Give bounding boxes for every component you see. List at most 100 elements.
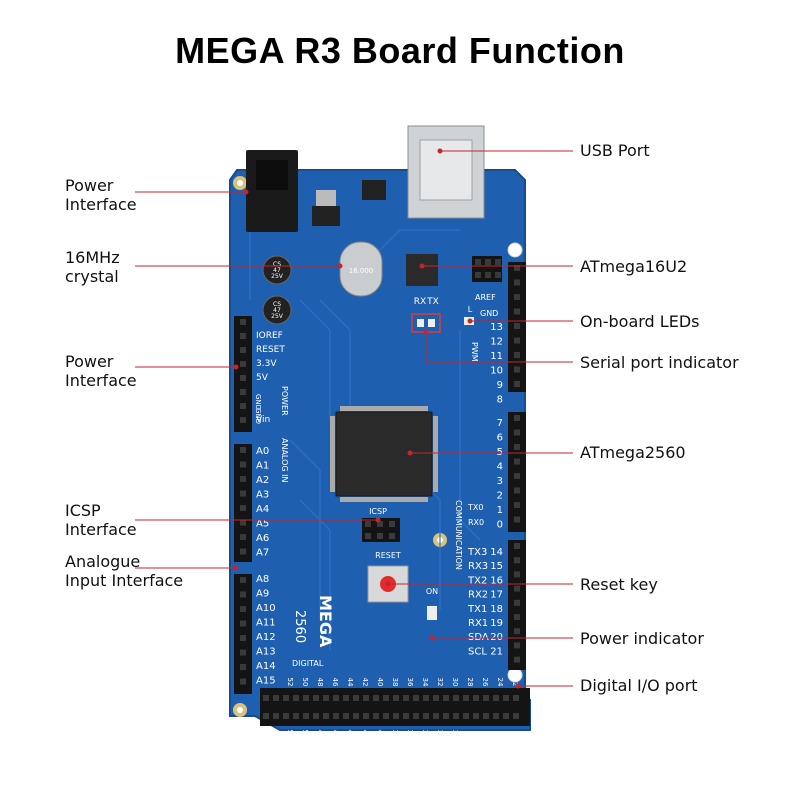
- header-hole: [363, 695, 369, 701]
- svg-text:CS: CS: [273, 301, 281, 308]
- header-hole: [413, 713, 419, 719]
- callout-power-interface-top: Power Interface: [65, 176, 137, 214]
- header-hole: [240, 476, 246, 482]
- crystal: [339, 241, 383, 297]
- header-hole: [493, 713, 499, 719]
- capacitor: [262, 255, 292, 285]
- pin-label: 15: [490, 561, 503, 572]
- header-hole: [240, 333, 246, 339]
- header-hole: [433, 695, 439, 701]
- pin-label: 3.3V: [256, 359, 277, 369]
- atmega16u2-chip: [406, 254, 438, 286]
- callout-usb: USB Port: [580, 141, 650, 160]
- header-hole: [495, 272, 501, 278]
- pin-label: 47: [331, 730, 339, 739]
- pin-label: A12: [256, 632, 276, 643]
- pin-label: RX1: [468, 618, 488, 629]
- pin-label: 37: [406, 730, 414, 739]
- header-hole: [514, 571, 520, 578]
- pin-label: 30: [451, 678, 459, 687]
- analog-header-2: [234, 574, 252, 694]
- header-hole: [503, 695, 509, 701]
- header-hole: [514, 628, 520, 635]
- header-hole: [333, 695, 339, 701]
- pin-label: 18: [490, 604, 503, 615]
- pin-label: 16: [490, 575, 503, 586]
- header-hole: [483, 695, 489, 701]
- pin-label: TX1: [467, 604, 487, 615]
- header-holes: [240, 259, 520, 719]
- pin-label: GND: [254, 394, 262, 410]
- pin-label: 19: [490, 618, 503, 629]
- header-hole: [343, 713, 349, 719]
- digital-silk: DIGITAL: [292, 659, 324, 668]
- header-hole: [240, 447, 246, 453]
- atmega2560-chip: [330, 406, 438, 502]
- callout-dots: [233, 148, 521, 689]
- gnd-silk: GND: [480, 309, 498, 318]
- header-hole: [293, 713, 299, 719]
- header-hole: [514, 415, 520, 421]
- header-hole: [475, 272, 481, 278]
- header-hole: [293, 695, 299, 701]
- header-hole: [514, 614, 520, 620]
- header-hole: [240, 403, 246, 409]
- header-hole: [377, 521, 383, 527]
- pin-label: A14: [256, 661, 276, 672]
- pin-label: 33: [436, 730, 444, 739]
- header-hole: [514, 585, 520, 592]
- header-hole: [514, 599, 520, 606]
- pin-label: TX2: [467, 575, 487, 586]
- header-hole: [514, 502, 520, 508]
- header-hole: [240, 664, 246, 670]
- pin-label: A8: [256, 574, 269, 585]
- header-hole: [240, 490, 246, 497]
- header-hole: [514, 294, 520, 300]
- header-hole: [240, 620, 246, 627]
- header-hole: [503, 713, 509, 719]
- header-hole: [240, 519, 246, 526]
- header-hole: [377, 533, 383, 539]
- header-hole: [389, 533, 395, 539]
- pin-label: 45: [346, 730, 354, 739]
- pin-label: SCL: [468, 646, 487, 657]
- header-hole: [514, 366, 520, 373]
- header-hole: [514, 516, 520, 523]
- pin-label: RX2: [468, 590, 488, 601]
- header-hole: [363, 713, 369, 719]
- header-hole: [514, 543, 520, 549]
- pin-label: 21: [490, 646, 503, 657]
- pwm-silk: PWM: [470, 342, 479, 362]
- header-hole: [240, 635, 246, 641]
- header-hole: [383, 713, 389, 719]
- pin-label: A15: [256, 676, 276, 687]
- pin-label: A11: [256, 618, 276, 629]
- header-hole: [514, 265, 520, 271]
- power-led: [427, 606, 437, 620]
- header-hole: [365, 521, 371, 527]
- analog-header-silk: ANALOG IN: [280, 438, 289, 483]
- pin-label: 34: [421, 678, 429, 687]
- l-label: L: [468, 305, 473, 314]
- pin-label: 8: [497, 395, 503, 406]
- header-hole: [403, 695, 409, 701]
- header-hole: [413, 695, 419, 701]
- header-hole: [240, 534, 246, 540]
- pin-label: A9: [256, 589, 269, 600]
- header-hole: [514, 352, 520, 358]
- header-hole: [473, 713, 479, 719]
- pin-label: 39: [391, 730, 399, 739]
- pin-label: 50: [301, 678, 309, 687]
- mega-silk: MEGA: [316, 595, 335, 648]
- callout-analogue: Analogue Input Interface: [65, 552, 184, 590]
- callout-serial: Serial port indicator: [580, 353, 739, 372]
- header-hole: [373, 695, 379, 701]
- header-hole: [483, 713, 489, 719]
- header-hole: [514, 557, 520, 564]
- header-hole: [240, 361, 246, 367]
- header-hole: [463, 695, 469, 701]
